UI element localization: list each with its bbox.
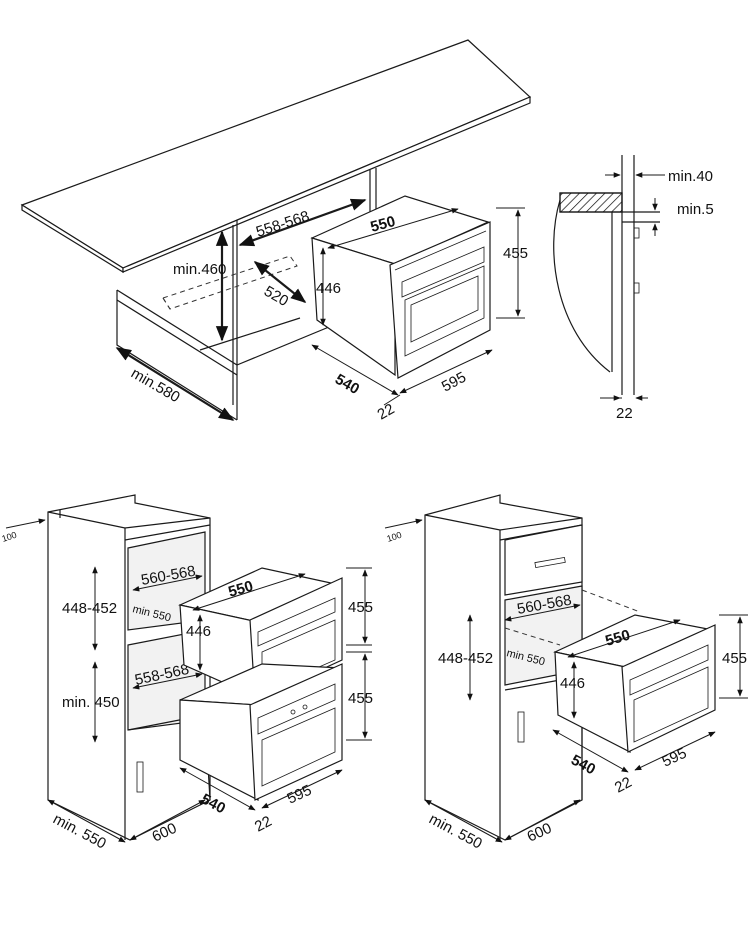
niche-height-bottom-label: min. 450 (62, 694, 120, 711)
gap-small-label: min.5 (677, 201, 714, 218)
top-installation-view: min.460 558-568 520 min.580 550 446 455 (20, 39, 532, 423)
oven-depth-label: 540 (332, 371, 362, 398)
front-offset-label: 22 (375, 400, 398, 423)
side-detail-view: min.40 min.5 22 (553, 155, 714, 422)
oven-depth-top-label: 550 (226, 578, 255, 601)
oven-front-height-label: 455 (503, 245, 528, 262)
oven-depth-top-label: 550 (603, 627, 632, 650)
oven-front-height-label: 455 (722, 650, 747, 667)
niche-height-top-label: 448-452 (62, 600, 117, 617)
bottom-left-column-view: 100 448-452 min. 450 560-568 min 550 558… (1, 494, 373, 853)
oven-body-height-label: 446 (316, 280, 341, 297)
oven-body-height-label: 446 (560, 675, 585, 692)
oven-front-height-bottom-label: 455 (348, 690, 373, 707)
gap-label: 100 (386, 530, 403, 544)
countertop (20, 39, 532, 274)
niche-height-label: 448-452 (438, 650, 493, 667)
front-offset-label: 22 (612, 774, 635, 797)
bottom-right-column-view: 100 448-452 560-568 min 550 min. 550 600… (384, 494, 748, 853)
cabinet-height-label: min.460 (173, 261, 226, 278)
front-offset-label: 22 (252, 813, 275, 836)
oven-top: 550 446 455 540 595 22 (310, 195, 528, 423)
gap-top-label: min.40 (668, 168, 713, 185)
single-oven: 550 446 455 540 595 22 (552, 614, 748, 797)
oven-width-label: 595 (660, 745, 690, 771)
oven-depth-top-label: 550 (369, 213, 398, 236)
gap-label: 100 (1, 530, 18, 544)
oven-body-height-label: 446 (186, 623, 211, 640)
side-offset-label: 22 (616, 405, 633, 422)
oven-front-height-top-label: 455 (348, 599, 373, 616)
